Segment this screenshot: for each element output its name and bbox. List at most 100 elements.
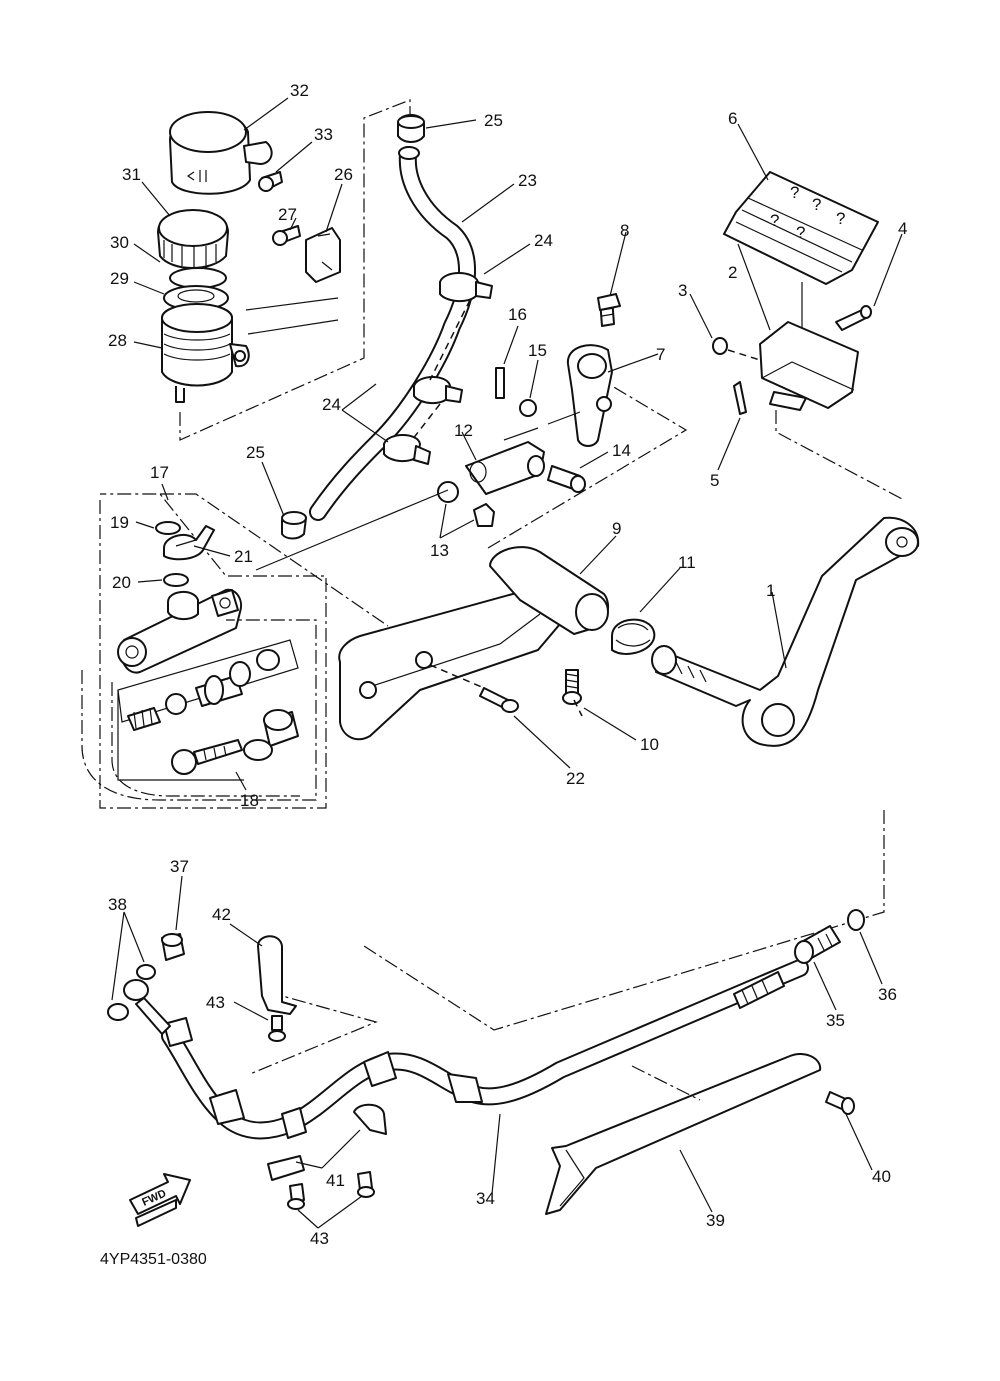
- bolt-43-lower-a: [287, 1183, 305, 1210]
- brake-hose-34: [161, 959, 809, 1140]
- callout-37: 37: [170, 857, 189, 876]
- callout-30: 30: [110, 233, 129, 252]
- callout-11: 11: [678, 553, 696, 572]
- callout-33: 33: [314, 125, 333, 144]
- callout-35: 35: [826, 1011, 845, 1030]
- callout-6: 6: [728, 109, 737, 128]
- clevis-12: [465, 441, 545, 495]
- callout-14: 14: [612, 441, 631, 460]
- screw-27: [272, 225, 301, 246]
- callout-34: 34: [476, 1189, 495, 1208]
- callout-17: 17: [150, 463, 169, 482]
- callout-25-lower: 25: [246, 443, 265, 462]
- master-cylinder-17: [117, 588, 242, 674]
- callout-3: 3: [678, 281, 687, 300]
- callout-4: 4: [898, 219, 907, 238]
- gasket-38-a: [136, 964, 156, 980]
- bolt-10: [562, 669, 582, 705]
- callout-28: 28: [108, 331, 127, 350]
- oring-19: [155, 521, 181, 535]
- reservoir-hose-23: [309, 146, 477, 521]
- callout-9: 9: [612, 519, 621, 538]
- callout-26: 26: [334, 165, 353, 184]
- callout-21: 21: [234, 547, 253, 566]
- reservoir-cap-31: [157, 209, 229, 269]
- washer-3: [712, 337, 728, 355]
- callout-41: 41: [326, 1171, 345, 1190]
- leader-lines: [111, 97, 903, 1229]
- bolt-40: [825, 1091, 855, 1115]
- svg-text:?: ?: [836, 209, 845, 228]
- callout-1: 1: [766, 581, 775, 600]
- hose-fitting-35: [794, 925, 841, 964]
- callout-18: 18: [240, 791, 259, 810]
- hose-clip-25-top: [397, 114, 425, 143]
- reservoir-tank-28: [161, 303, 250, 403]
- bolt-22: [479, 687, 519, 713]
- nut-13b: [473, 503, 495, 527]
- protector-39: [545, 1052, 822, 1215]
- washer-15: [519, 399, 537, 417]
- callout-39: 39: [706, 1211, 725, 1230]
- callout-5: 5: [710, 471, 719, 490]
- rubber-pad-6: ? ? ? ? ?: [723, 171, 879, 285]
- repair-kit-18: [117, 639, 299, 781]
- callout-42: 42: [212, 905, 231, 924]
- hose-guide-42: [257, 935, 297, 1015]
- callout-labels: 32 33 31 26 27 30 29 28 25 23 24 24 25 1…: [108, 81, 907, 1248]
- forward-arrow-icon: FWD: [129, 1173, 191, 1227]
- oring-20: [163, 573, 189, 587]
- cotter-pin-16: [495, 367, 505, 399]
- banjo-fitting-left: [123, 979, 171, 1035]
- callout-8: 8: [620, 221, 629, 240]
- callout-40: 40: [872, 1167, 891, 1186]
- lever-7: [566, 344, 613, 447]
- callout-19: 19: [110, 513, 129, 532]
- svg-text:?: ?: [790, 183, 799, 202]
- callout-27: 27: [278, 205, 297, 224]
- callout-24-top: 24: [534, 231, 553, 250]
- callout-10: 10: [640, 735, 659, 754]
- callout-15: 15: [528, 341, 547, 360]
- callout-12: 12: [454, 421, 473, 440]
- nut-13a: [437, 481, 459, 503]
- bolt-8: [597, 293, 621, 327]
- pedal-bracket-9: [338, 546, 610, 741]
- hose-clip-24-lower: [383, 434, 431, 465]
- callout-31: 31: [122, 165, 141, 184]
- callout-32: 32: [290, 81, 309, 100]
- bolt-43-upper: [268, 1015, 286, 1042]
- callout-29: 29: [110, 269, 129, 288]
- diaphragm-plate-30: [169, 267, 227, 289]
- pin-4: [835, 305, 872, 331]
- hose-clip-24-upper: [439, 272, 493, 302]
- callout-25-top: 25: [484, 111, 503, 130]
- callout-36: 36: [878, 985, 897, 1004]
- callout-23: 23: [518, 171, 537, 190]
- union-bolt-21: [163, 525, 215, 561]
- svg-text:?: ?: [796, 223, 805, 242]
- pedal-pad-2: [759, 321, 859, 411]
- svg-text:?: ?: [770, 211, 779, 230]
- callout-22: 22: [566, 769, 585, 788]
- callout-43-lower: 43: [310, 1229, 329, 1248]
- callout-38: 38: [108, 895, 127, 914]
- screw-33: [258, 171, 283, 192]
- reservoir-cap-32: [169, 111, 273, 195]
- pin-14: [547, 465, 586, 493]
- drawing-code: 4YP4351-0380: [100, 1251, 207, 1268]
- callout-16: 16: [508, 305, 527, 324]
- callout-43-upper: 43: [206, 993, 225, 1012]
- return-spring-11: [611, 618, 656, 655]
- hose-clamp-41: [267, 1103, 387, 1181]
- callout-2: 2: [728, 263, 737, 282]
- brake-pedal-1: [651, 516, 920, 747]
- hose-clip-24-mid: [413, 376, 463, 404]
- reservoir-bracket-26: [305, 227, 341, 283]
- callout-7: 7: [656, 345, 665, 364]
- hose-clip-25-bottom: [281, 511, 307, 540]
- gasket-36: [847, 909, 865, 931]
- callout-20: 20: [112, 573, 131, 592]
- callout-24-lower: 24: [322, 395, 341, 414]
